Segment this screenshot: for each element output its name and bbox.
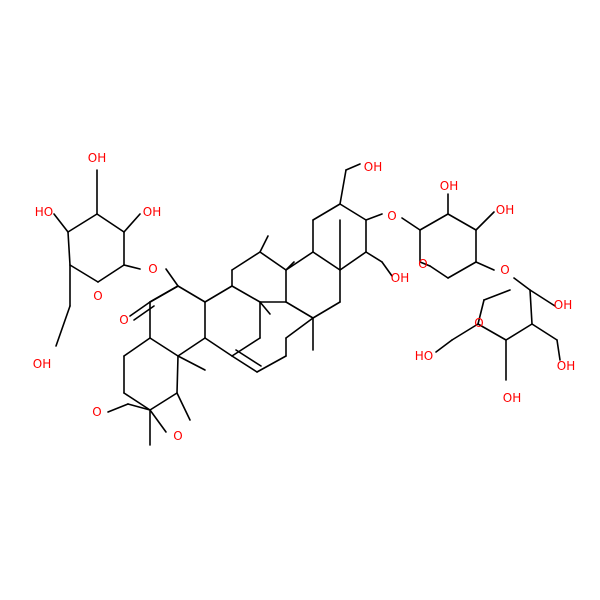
bond-18	[123, 337, 151, 357]
bond-88	[176, 392, 191, 421]
bond-37	[231, 355, 258, 373]
bond-43	[259, 251, 287, 271]
bond-76	[513, 277, 531, 291]
bond-64	[381, 261, 393, 277]
bond-35	[231, 337, 261, 357]
atom-label-oh-glc1-c: OH	[143, 205, 161, 219]
bond-20	[123, 392, 151, 411]
bond-0	[67, 213, 98, 233]
bond-10	[55, 305, 71, 347]
bond-lines	[53, 163, 561, 446]
atom-label-oh-ara-a: OH	[440, 179, 458, 193]
atom-label-o-ara-ring: O	[418, 257, 427, 271]
bond-16	[149, 285, 179, 303]
bond-8	[123, 213, 141, 233]
bond-78	[505, 323, 533, 341]
atom-label-oh-glc1-a: OH	[88, 151, 106, 165]
bond-55	[312, 203, 341, 221]
atom-label-oh-ara-b: OH	[496, 203, 514, 217]
bond-11	[123, 264, 141, 270]
bond-5	[67, 231, 71, 266]
bond-46	[285, 251, 314, 271]
bond-63	[365, 251, 383, 263]
bond-86	[451, 323, 479, 341]
atom-label-o-ester-carbonyl: O	[119, 313, 128, 327]
bond-26	[177, 337, 206, 357]
bond-7	[53, 213, 69, 233]
atom-label-o-methoxy: O	[92, 405, 101, 419]
bond-90	[285, 261, 295, 271]
bond-65	[401, 217, 421, 231]
atom-label-oh-ring-e: OH	[391, 271, 409, 285]
bond-1	[96, 213, 125, 233]
bond-49	[312, 301, 341, 319]
bond-38	[235, 349, 262, 367]
bond-3	[97, 264, 125, 283]
bond-40	[259, 301, 271, 315]
bond-61	[345, 163, 361, 171]
bond-60	[339, 169, 347, 205]
bond-84	[556, 339, 561, 361]
bond-87	[435, 339, 453, 353]
bond-33	[231, 285, 261, 303]
bond-29	[127, 403, 151, 411]
bond-69	[447, 261, 477, 279]
atom-label-oh-ch2oh-top: OH	[364, 160, 382, 174]
bond-50	[285, 301, 314, 319]
bond-36	[204, 337, 233, 357]
atom-label-oh-glc2-b: OH	[557, 359, 575, 373]
bond-12	[165, 268, 179, 287]
bond-74	[475, 211, 495, 231]
atom-label-oh-glc2-c: OH	[503, 391, 521, 405]
bond-56	[339, 203, 367, 221]
atom-label-o-glc2-ring: O	[474, 316, 483, 330]
bond-89	[259, 235, 269, 253]
atom-label-oh-glc1-ch2: OH	[33, 357, 51, 371]
atom-label-o-methyl-ester-carbonyl: O	[173, 429, 182, 443]
bond-80	[477, 299, 485, 325]
bond-32	[204, 285, 233, 303]
atom-label-ho-glc1-b: HO	[35, 205, 53, 219]
bond-67	[447, 213, 477, 231]
bond-4	[69, 264, 99, 283]
atom-label-o-glc1-link: O	[148, 262, 157, 276]
bond-39	[256, 355, 287, 373]
bond-51	[285, 317, 314, 339]
bond-82	[529, 289, 556, 307]
bond-58	[339, 251, 367, 271]
atom-label-o-ara-link: O	[387, 209, 396, 223]
bond-23	[149, 337, 179, 357]
bond-77	[529, 289, 533, 325]
bond-31	[149, 409, 167, 433]
atom-label-oh-glc2-a: OH	[554, 298, 572, 312]
bond-22	[176, 355, 179, 394]
bond-15	[133, 305, 155, 321]
atom-label-ho-glc2-ch2: HO	[415, 349, 433, 363]
bond-30	[107, 403, 129, 413]
bond-21	[149, 392, 178, 411]
bond-81	[483, 289, 511, 301]
bond-24	[177, 285, 206, 303]
bond-47	[312, 251, 341, 271]
bond-62	[365, 213, 383, 221]
bond-66	[419, 213, 449, 231]
atom-label-o-ara-glc-link: O	[500, 263, 509, 277]
bond-14	[129, 301, 151, 317]
bond-27	[177, 355, 206, 371]
bond-70	[429, 265, 449, 279]
bond-71	[419, 261, 431, 267]
atom-label-o-glc1-ring: O	[93, 289, 102, 303]
bond-83	[531, 323, 558, 341]
bond-75	[475, 261, 495, 271]
atom-labels: OH HO OH OH O O OH O OH OH O O OH O O OH…	[33, 151, 575, 443]
bond-42	[231, 251, 261, 271]
bond-79	[477, 323, 507, 341]
